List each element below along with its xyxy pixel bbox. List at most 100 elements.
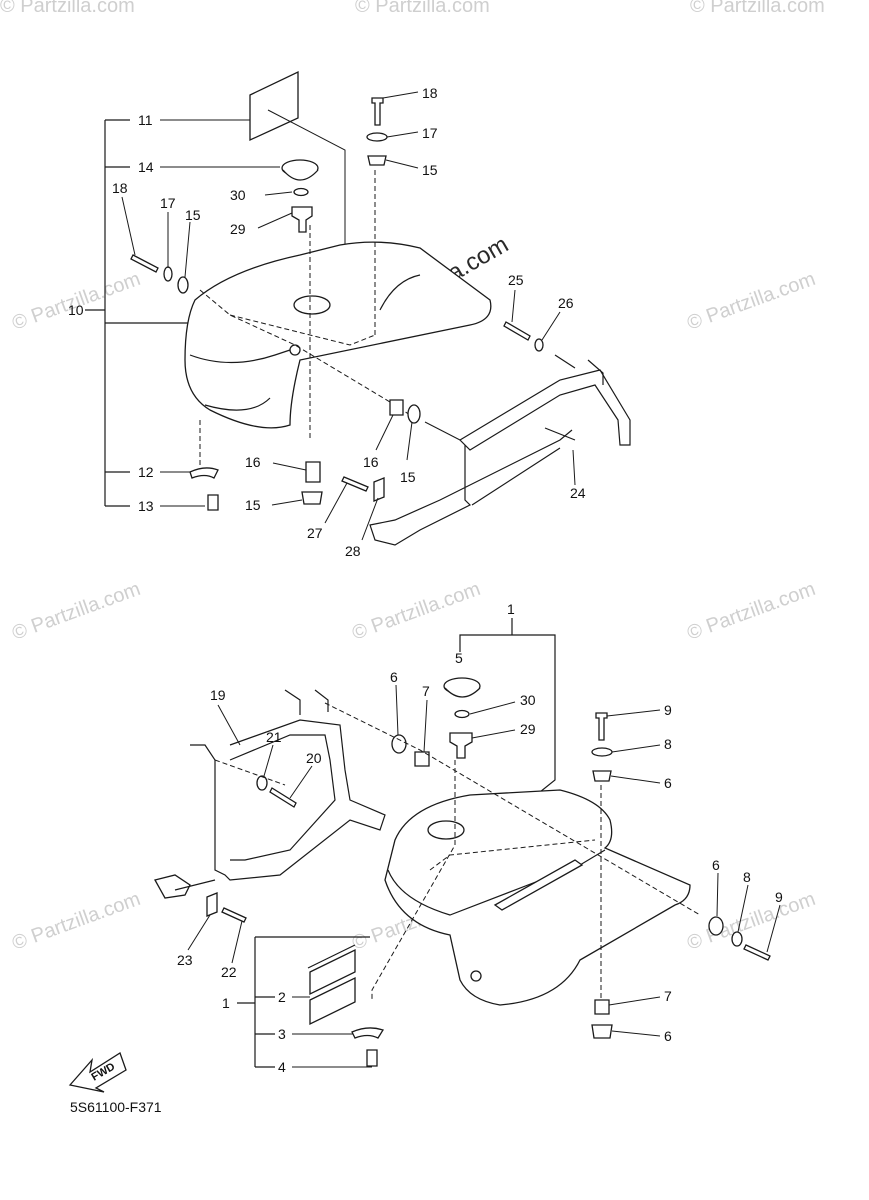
leaders-right-top [382,91,419,169]
callout-17: 17 [160,195,176,211]
callout-4: 4 [278,1059,286,1075]
stay-19-arm [174,879,216,891]
lock-pin-29 [291,206,313,233]
callout-6: 6 [664,1028,672,1044]
callout-1: 1 [222,995,230,1011]
saddlebag-rh [184,241,492,429]
collar-6 [708,916,724,936]
screw-13 [207,494,219,511]
callout-24: 24 [570,485,586,501]
saddlebag-lid-line [189,349,291,364]
stay-19 [190,719,386,881]
callout-15: 15 [422,162,438,178]
callout-25: 25 [508,272,524,288]
leaders-left [121,196,191,278]
mount-hole [470,970,482,982]
callout-27: 27 [307,525,323,541]
stay-19-plate [154,874,191,899]
leader-19 [217,704,241,746]
callout-17: 17 [422,125,438,141]
bolt-18 [371,97,384,126]
callout-6: 6 [664,775,672,791]
callout-9: 9 [775,889,783,905]
leader-29 [257,212,293,229]
leaders-25-26 [511,289,561,341]
watermark-text: © Partzilla.com [684,268,818,335]
callout-18: 18 [112,180,128,196]
washer-17 [163,266,173,282]
stay-24 [459,369,631,451]
leaders-27-28 [324,482,379,541]
callout-30: 30 [520,692,536,708]
leaders-24 [424,421,576,486]
callout-8: 8 [743,869,751,885]
bolt-20 [269,787,297,808]
bolt-9 [595,712,608,741]
callout-2: 2 [278,989,286,1005]
callout-20: 20 [306,750,322,766]
collar-15 [407,404,421,424]
callout-9: 9 [664,702,672,718]
lock-pin-29 [449,732,473,759]
collar-16 [389,399,404,416]
leaders-23-22 [187,914,243,964]
collar-6 [391,734,407,754]
stay-19-tabs [284,689,329,715]
callout-15: 15 [400,469,416,485]
hidden-axis [429,839,596,871]
collar-16 [305,461,321,483]
watermark-text: © Partzilla.com [684,578,818,645]
leaders-7-6-lower [608,996,661,1037]
hidden-axis [371,760,456,1000]
stay-19-inner [229,734,336,861]
callout-23: 23 [177,952,193,968]
saddlebag-lh-lid [387,849,606,916]
decal-2 [309,948,356,996]
stay-24-lower-rail [471,427,576,506]
watermark-text: © Partzilla.com [9,888,143,955]
collar-15 [177,276,189,294]
callout-5: 5 [455,650,463,666]
lock-cylinder-14 [282,169,319,181]
bottom-callouts: 1 5 30 29 6 7 19 21 20 9 8 6 6 8 9 7 6 2… [177,601,783,1075]
leader-30 [469,701,516,715]
washer-8 [731,931,743,947]
callout-13: 13 [138,498,154,514]
callout-3: 3 [278,1026,286,1042]
collar-6 [592,770,612,782]
callout-15: 15 [245,497,261,513]
leaders-6-8-9 [716,872,781,953]
bolt-9 [743,944,771,961]
leaders-9-8-6 [606,709,661,784]
bolt-18 [130,254,159,273]
lock-cylinder-5 [444,687,481,698]
bolt-27 [341,476,369,492]
saddlebag-lh-handle [493,859,584,911]
collar-15 [367,155,387,166]
decal-2-edge [307,944,356,969]
leaders-6-7 [395,684,428,753]
collar-7 [594,999,610,1015]
lock-hole [293,295,331,315]
callout-19: 19 [210,687,226,703]
saddlebag-base-line [204,397,271,411]
saddlebag-lh [384,789,691,1006]
watermark-text: © Partzilla.com [355,0,490,17]
callout-14: 14 [138,159,154,175]
watermark-text: © Partzilla.com [9,578,143,645]
callout-16: 16 [363,454,379,470]
stay-12 [189,467,219,479]
stay-3 [351,1027,384,1039]
washer-8 [591,747,613,757]
bolt-22 [221,907,247,923]
bottom-assembly: FWD [68,618,781,1093]
top-assembly [85,70,631,546]
callout-7: 7 [664,988,672,1004]
group-10-bracket [85,119,200,507]
callout-30: 30 [230,187,246,203]
leader-29 [471,729,516,739]
callout-22: 22 [221,964,237,980]
leader-30 [264,191,293,196]
bolt-25 [503,321,531,341]
